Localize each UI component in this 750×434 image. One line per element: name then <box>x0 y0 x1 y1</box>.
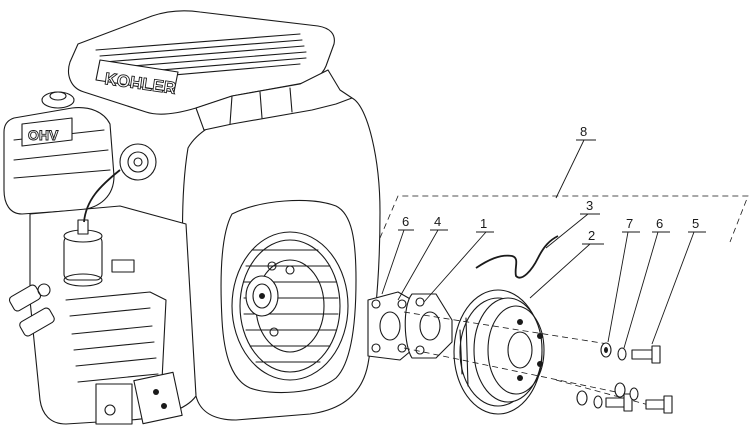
lock-washer-upper <box>617 347 627 361</box>
adapter-plate <box>367 291 413 361</box>
callout-7: 7 <box>626 216 633 231</box>
bolt-lower-1 <box>605 393 633 412</box>
ohv-label: OHV <box>28 127 59 143</box>
callout-6-left: 6 <box>402 214 409 229</box>
ignition-coil <box>119 143 157 181</box>
cover-side <box>195 69 353 131</box>
flywheel-fan <box>231 231 349 381</box>
callout-labels: 8 3 6 4 1 2 7 6 5 <box>402 124 699 243</box>
bent-hose <box>475 235 559 279</box>
bolt-lower-2 <box>645 395 673 414</box>
callout-3: 3 <box>586 198 593 213</box>
callout-leaders <box>381 139 706 349</box>
callout-2: 2 <box>588 228 595 243</box>
washer-lower-1 <box>576 390 588 406</box>
engine-assembly: KOHLER OHV <box>3 10 381 425</box>
callout-1: 1 <box>480 216 487 231</box>
lower-bracket <box>95 371 183 425</box>
fuel-filter <box>63 219 103 287</box>
assembly-group-frame <box>379 195 749 243</box>
cover-ribs <box>95 33 307 81</box>
callout-6-right: 6 <box>656 216 663 231</box>
washer-lower-2 <box>593 395 603 409</box>
washer-lower-4 <box>629 387 639 401</box>
fuel-hose <box>83 169 121 223</box>
bolt-upper <box>631 345 661 364</box>
side-flange <box>111 259 135 273</box>
callout-5: 5 <box>692 216 699 231</box>
hose-fittings <box>8 283 55 337</box>
gasket-flange <box>404 293 453 359</box>
washer-lower-3 <box>614 382 626 398</box>
callout-4: 4 <box>434 214 441 229</box>
ohv-badge: OHV <box>21 117 73 147</box>
pulley <box>453 289 545 415</box>
washer-upper <box>600 342 612 358</box>
exploded-parts <box>367 235 673 415</box>
callout-8: 8 <box>580 124 587 139</box>
